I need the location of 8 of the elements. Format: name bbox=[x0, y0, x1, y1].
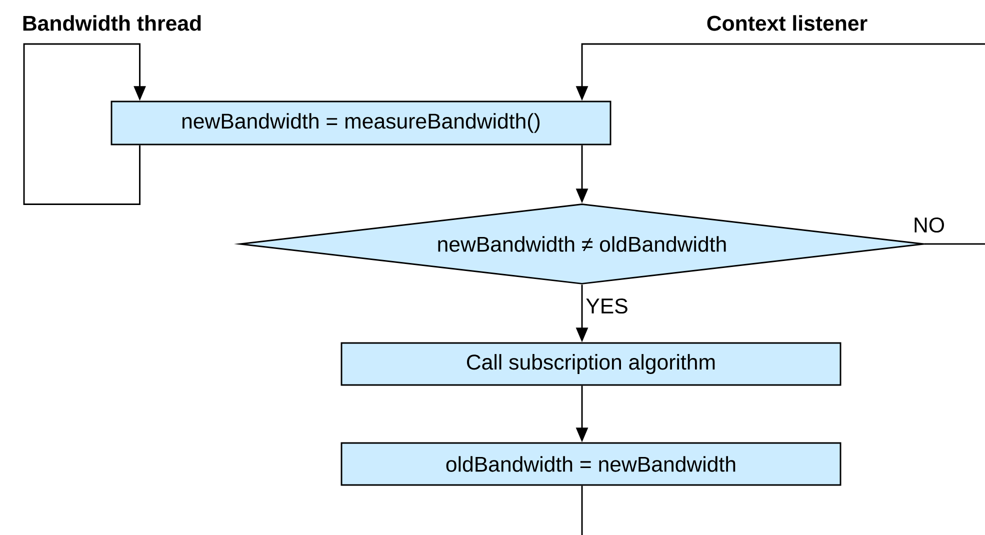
thread-label: Bandwidth thread bbox=[23, 15, 201, 31]
edge-label: NO bbox=[912, 216, 946, 234]
arrow bbox=[23, 43, 146, 205]
thread-label: Context listener bbox=[707, 15, 868, 31]
edge-label: YES bbox=[584, 297, 630, 315]
process-box: Call subscription algorithm bbox=[340, 342, 842, 386]
process-box: oldBandwidth = newBandwidth bbox=[340, 442, 842, 486]
process-box: newBandwidth = measureBandwidth() bbox=[110, 100, 612, 146]
